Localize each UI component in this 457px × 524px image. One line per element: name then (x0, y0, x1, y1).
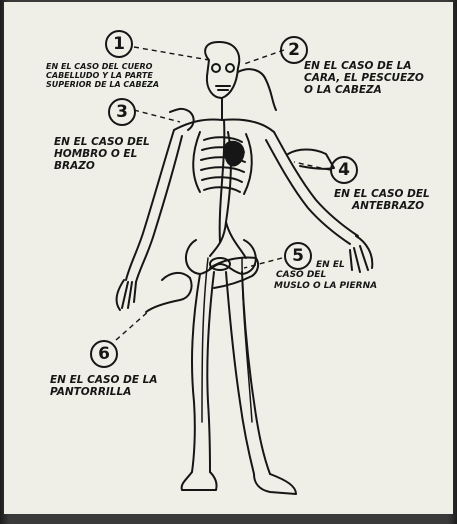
callout-number-6: 6 (90, 340, 118, 368)
callout-2-line-3: O LA CABEZA (304, 84, 424, 96)
hand-face (238, 69, 276, 110)
leader-1 (134, 47, 209, 60)
callout-5-line-2: CASO DEL (274, 270, 377, 280)
callout-1-line-2: CABELLUDO Y LA PARTE (46, 71, 159, 80)
callout-3-line-2: HOMBRO O EL (54, 148, 150, 160)
callout-4-line-1: EN EL CASO DEL (334, 188, 430, 200)
callout-text-6: EN EL CASO DE LA PANTORRILLA (50, 374, 157, 398)
right-foot (254, 474, 296, 494)
callout-1-line-3: SUPERIOR DE LA CABEZA (46, 80, 159, 89)
left-leg (192, 274, 200, 472)
callout-1-line-1: EN EL CASO DEL CUERO (46, 62, 159, 71)
callout-5-line-3: MUSLO O LA PIERNA (274, 281, 377, 291)
callout-2-line-1: EN EL CASO DE LA (304, 60, 424, 72)
diagram-sheet: 1 EN EL CASO DEL CUERO CABELLUDO Y LA PA… (4, 2, 453, 514)
leader-2 (244, 50, 284, 64)
callout-5-line-1: EN EL (274, 260, 377, 270)
heart (225, 142, 244, 166)
hand-calf (146, 273, 192, 312)
left-foot (182, 472, 217, 490)
callout-3-line-1: EN EL CASO DEL (54, 136, 150, 148)
right-arm (274, 132, 358, 236)
callout-text-2: EN EL CASO DE LA CARA, EL PESCUEZO O LA … (304, 60, 424, 96)
callout-3-line-3: BRAZO (54, 160, 150, 172)
callout-6-line-2: PANTORRILLA (50, 386, 157, 398)
leader-6 (116, 310, 150, 340)
hand-thigh (210, 257, 258, 288)
callout-text-5: EN EL CASO DEL MUSLO O LA PIERNA (274, 260, 377, 291)
callout-text-3: EN EL CASO DEL HOMBRO O EL BRAZO (54, 136, 150, 172)
callout-number-3: 3 (108, 98, 136, 126)
left-hand (117, 280, 136, 310)
callout-6-line-1: EN EL CASO DE LA (50, 374, 157, 386)
callout-text-1: EN EL CASO DEL CUERO CABELLUDO Y LA PART… (46, 62, 159, 90)
callout-number-4: 4 (330, 156, 358, 184)
callout-text-4: EN EL CASO DEL ANTEBRAZO (334, 188, 430, 212)
callout-number-1: 1 (105, 30, 133, 58)
callout-4-line-2: ANTEBRAZO (334, 200, 430, 212)
callout-2-line-2: CARA, EL PESCUEZO (304, 72, 424, 84)
